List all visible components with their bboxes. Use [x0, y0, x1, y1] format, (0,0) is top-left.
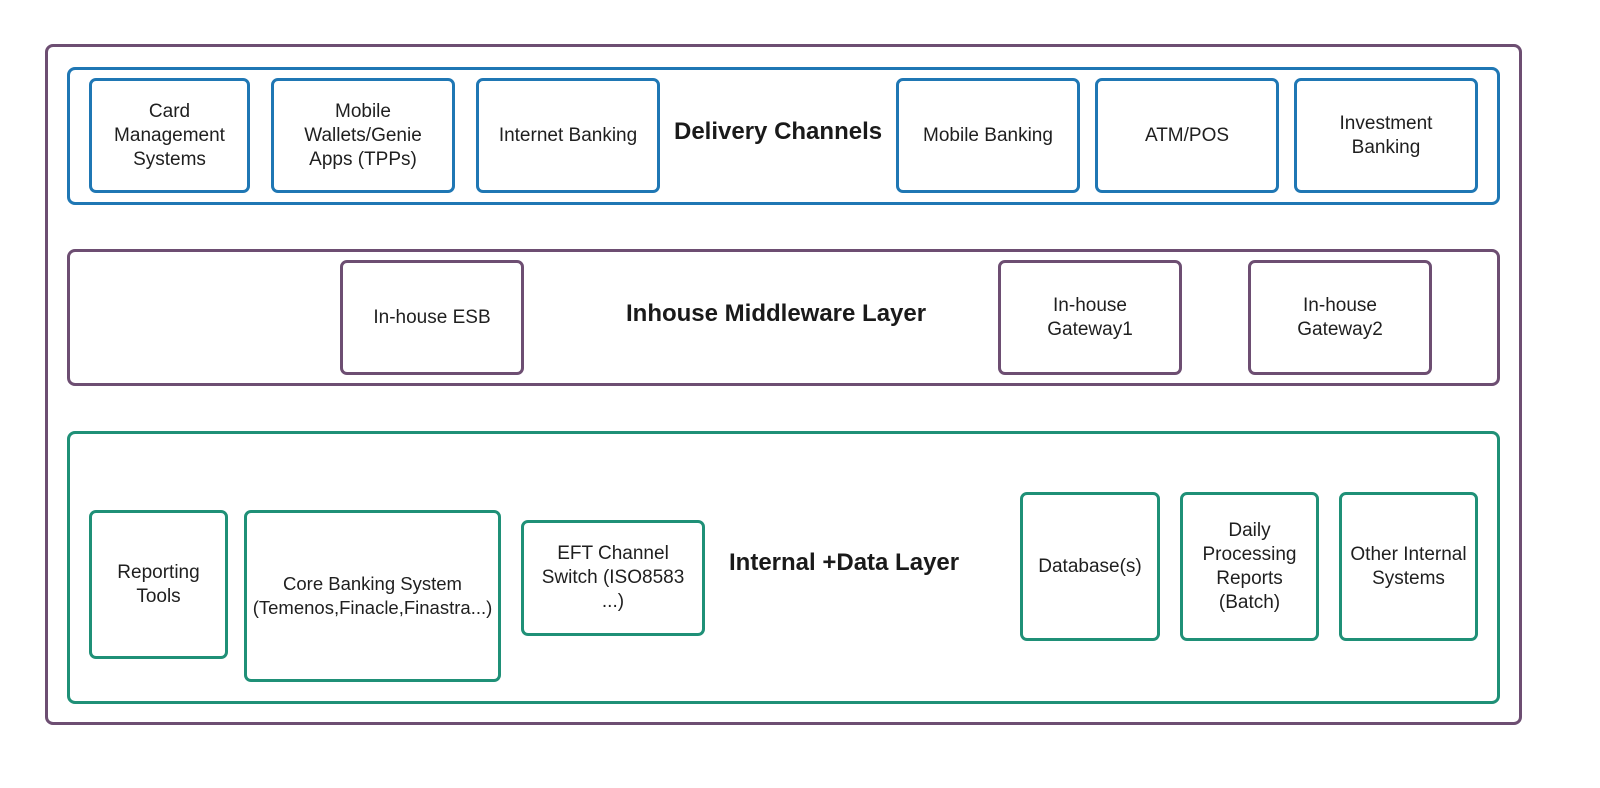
internet-banking-box: Internet Banking: [476, 78, 660, 193]
architecture-frame: [45, 44, 1522, 725]
investment-banking-box: Investment Banking: [1294, 78, 1478, 193]
atm-pos-box: ATM/POS: [1095, 78, 1279, 193]
mobile-banking-box: Mobile Banking: [896, 78, 1080, 193]
databases-box: Database(s): [1020, 492, 1160, 641]
card-management-systems-box: Card Management Systems: [89, 78, 250, 193]
core-banking-system-box: Core Banking System (Temenos,Finacle,Fin…: [244, 510, 501, 682]
mobile-wallets-box: Mobile Wallets/Genie Apps (TPPs): [271, 78, 455, 193]
delivery-channels-title: Delivery Channels: [674, 118, 883, 145]
internal-data-layer: [67, 431, 1500, 704]
inhouse-gateway1-box: In-house Gateway1: [998, 260, 1182, 375]
eft-channel-switch-box: EFT Channel Switch (ISO8583 ...): [521, 520, 705, 636]
internal-data-layer-title: Internal +Data Layer: [729, 549, 960, 576]
middleware-layer-title: Inhouse Middleware Layer: [626, 300, 927, 327]
inhouse-esb-box: In-house ESB: [340, 260, 524, 375]
reporting-tools-box: Reporting Tools: [89, 510, 228, 659]
middleware-layer: [67, 249, 1500, 386]
other-internal-systems-box: Other Internal Systems: [1339, 492, 1478, 641]
inhouse-gateway2-box: In-house Gateway2: [1248, 260, 1432, 375]
daily-processing-reports-box: Daily Processing Reports (Batch): [1180, 492, 1319, 641]
delivery-channels-layer: [67, 67, 1500, 205]
